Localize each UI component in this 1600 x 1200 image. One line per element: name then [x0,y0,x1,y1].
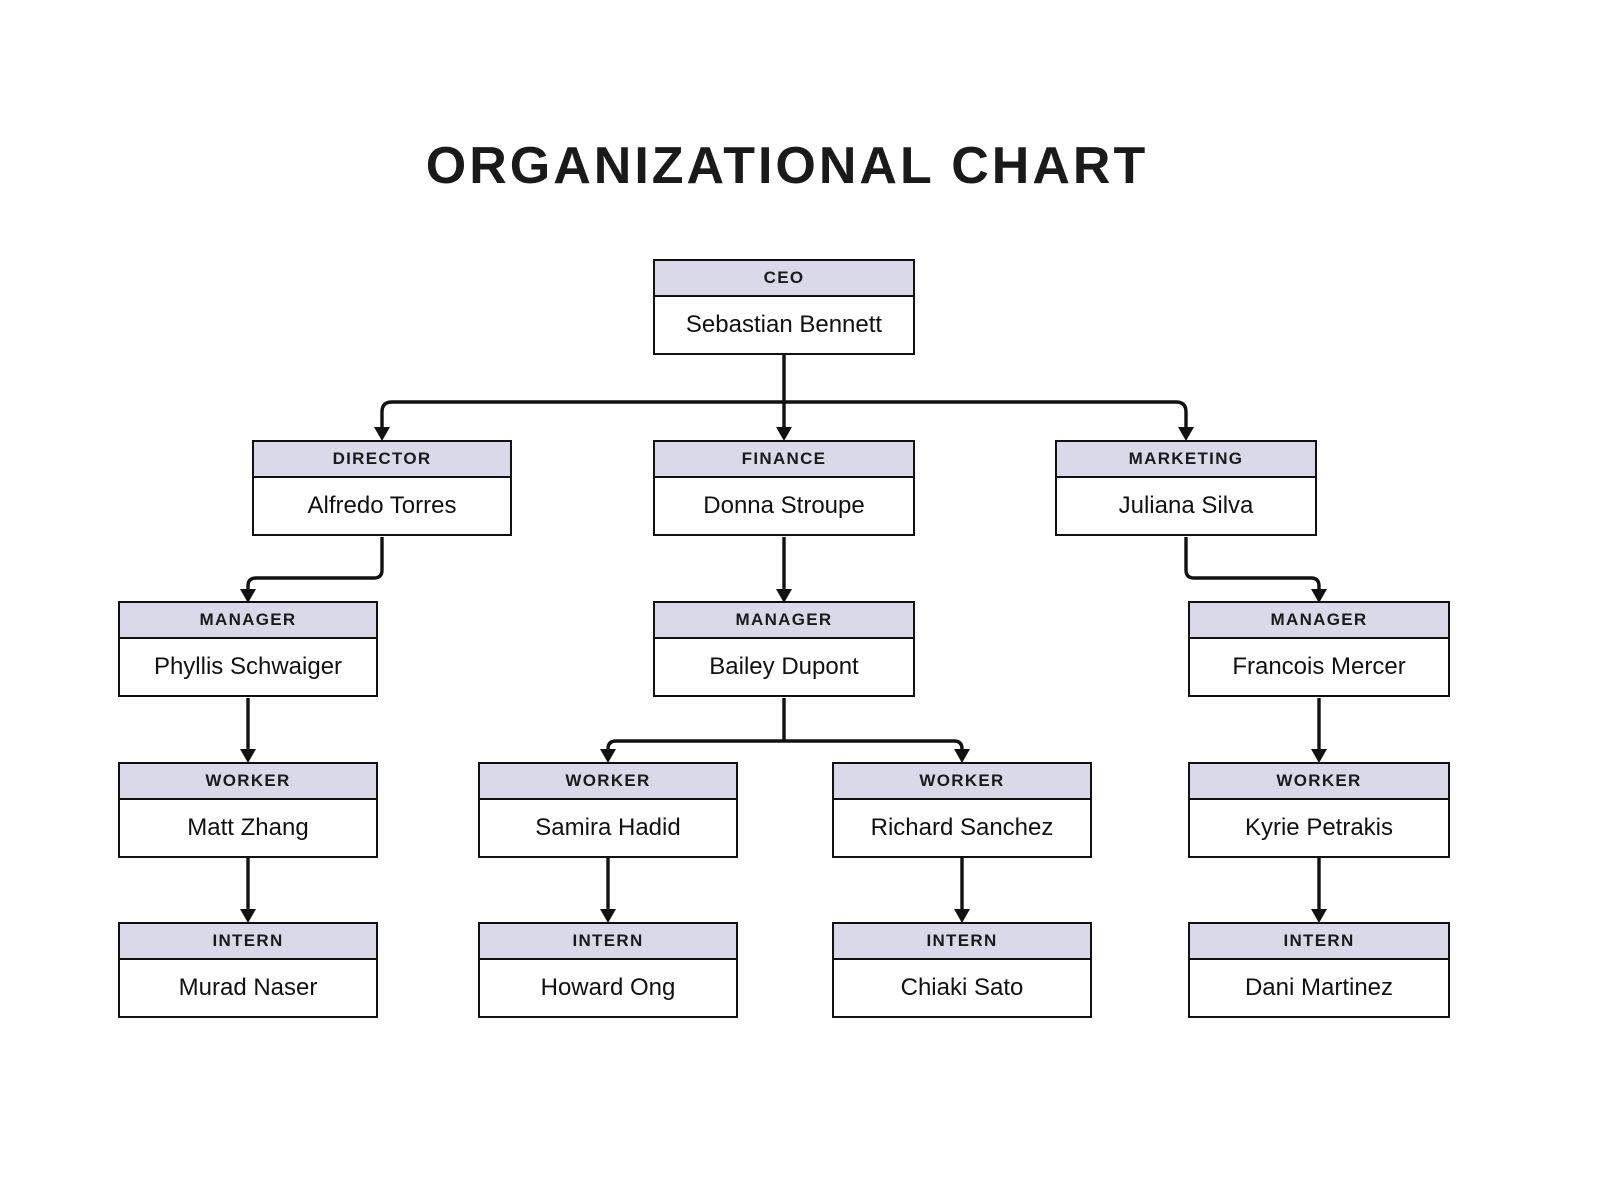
person-name: Chiaki Sato [900,974,1024,1001]
role-header: INTERN [480,924,736,960]
org-node-worker-3: WORKER Richard Sanchez [832,762,1092,858]
person-name: Donna Stroupe [703,492,865,519]
org-node-intern-4: INTERN Dani Martinez [1188,922,1450,1018]
org-node-marketing: MARKETING Juliana Silva [1055,440,1317,536]
role-header: DIRECTOR [254,442,510,478]
person-name: Phyllis Schwaiger [153,653,343,680]
arrowhead-finance [776,427,792,441]
role-header: MANAGER [1190,603,1448,639]
person-name: Juliana Silva [1118,492,1254,519]
role-header: FINANCE [655,442,913,478]
arrowhead-worker4 [1311,749,1327,763]
connector-top-splitter [380,400,1188,428]
role-header: WORKER [120,764,376,800]
role-header: INTERN [834,924,1090,960]
person-name: Alfredo Torres [307,492,457,519]
person-name: Bailey Dupont [709,653,859,680]
org-node-intern-1: INTERN Murad Naser [118,922,378,1018]
role-header: MANAGER [655,603,913,639]
org-node-worker-4: WORKER Kyrie Petrakis [1188,762,1450,858]
role-header: WORKER [1190,764,1448,800]
role-header: WORKER [834,764,1090,800]
role-header: WORKER [480,764,736,800]
org-node-ceo: CEO Sebastian Bennett [653,259,915,355]
org-node-finance: FINANCE Donna Stroupe [653,440,915,536]
org-node-director: DIRECTOR Alfredo Torres [252,440,512,536]
arrowhead-intern2 [600,909,616,923]
arrowhead-worker3 [954,749,970,763]
arrowhead-worker2 [600,749,616,763]
org-node-intern-2: INTERN Howard Ong [478,922,738,1018]
org-node-intern-3: INTERN Chiaki Sato [832,922,1092,1018]
person-name: Richard Sanchez [870,814,1054,841]
person-name: Murad Naser [178,974,318,1001]
org-node-manager-1: MANAGER Phyllis Schwaiger [118,601,378,697]
person-name: Howard Ong [540,974,676,1001]
role-header: MANAGER [120,603,376,639]
connector-marketing-to-manager3 [1184,537,1321,590]
arrowhead-intern3 [954,909,970,923]
org-node-manager-3: MANAGER Francois Mercer [1188,601,1450,697]
org-node-manager-2: MANAGER Bailey Dupont [653,601,915,697]
person-name: Matt Zhang [187,814,309,841]
arrowhead-intern4 [1311,909,1327,923]
connector-director-to-manager1 [246,537,384,590]
person-name: Francois Mercer [1232,653,1406,680]
arrowhead-intern1 [240,909,256,923]
person-name: Samira Hadid [535,814,681,841]
arrowhead-worker1 [240,749,256,763]
role-header: INTERN [1190,924,1448,960]
role-header: MARKETING [1057,442,1315,478]
arrowhead-director [374,427,390,441]
role-header: CEO [655,261,913,297]
person-name: Dani Martinez [1244,974,1394,1001]
person-name: Kyrie Petrakis [1244,814,1394,841]
org-node-worker-1: WORKER Matt Zhang [118,762,378,858]
connector-manager2-splitter [606,739,964,751]
org-node-worker-2: WORKER Samira Hadid [478,762,738,858]
role-header: INTERN [120,924,376,960]
page-title: ORGANIZATIONAL CHART [425,137,1149,195]
arrowhead-marketing [1178,427,1194,441]
person-name: Sebastian Bennett [685,311,883,338]
